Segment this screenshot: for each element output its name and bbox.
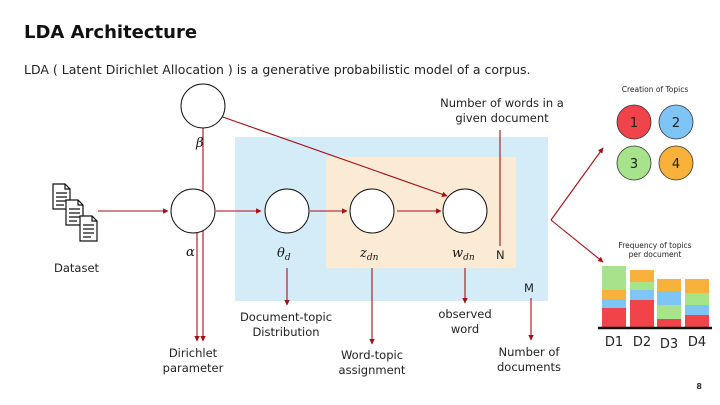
topic-2: 2 — [658, 104, 694, 140]
num-words-label-line1: Number of words in a — [440, 96, 564, 110]
plate-m-label: M — [524, 281, 534, 295]
frequency-title-line1: Frequency of topics — [618, 241, 691, 250]
word-topic-label-line1: Word-topic — [341, 348, 403, 362]
page-number: 8 — [696, 382, 702, 391]
slide-subtitle: LDA ( Latent Dirichlet Allocation ) is a… — [24, 62, 531, 77]
topic-4-label: 4 — [672, 157, 680, 172]
topic-3-label: 3 — [630, 157, 638, 172]
alpha-node — [170, 188, 216, 234]
doc-bar-d1 — [602, 266, 626, 327]
num-docs-label-line1: Number of — [499, 345, 561, 359]
z-node — [349, 188, 395, 234]
word-topic-label-line2: assignment — [339, 363, 406, 377]
theta-node — [264, 188, 310, 234]
doc-label-d1: D1 — [605, 335, 623, 350]
topic-4: 4 — [658, 145, 694, 181]
w-node — [442, 188, 488, 234]
beta-symbol: β — [195, 136, 204, 151]
doc-topic-label-line2: Distribution — [252, 325, 319, 339]
arrow-to-frequency — [550, 219, 604, 263]
doc-label-d2: D2 — [633, 335, 651, 350]
doc-bar-d4 — [685, 279, 709, 327]
arrow-to-topics — [550, 147, 604, 221]
topic-1: 1 — [616, 104, 652, 140]
doc-bar-d3 — [657, 279, 681, 327]
doc-label-d4: D4 — [688, 335, 706, 350]
dirichlet-label-line2: parameter — [163, 361, 224, 375]
num-docs-label-line2: documents — [497, 360, 561, 374]
frequency-title-line2: per document — [629, 250, 682, 259]
plate-n-label: N — [496, 248, 505, 262]
z-symbol: zdn — [359, 246, 379, 263]
observed-label-line2: word — [451, 322, 479, 336]
topic-3: 3 — [616, 145, 652, 181]
slide-title: LDA Architecture — [24, 22, 198, 43]
topic-2-label: 2 — [672, 116, 680, 131]
arrow-beta-w — [219, 115, 448, 197]
dataset-label: Dataset — [54, 261, 100, 275]
alpha-symbol: α — [186, 245, 195, 260]
doc-topic-label-line1: Document-topic — [240, 310, 332, 324]
w-symbol: wdn — [452, 246, 475, 263]
beta-node — [180, 83, 226, 129]
topics-title: Creation of Topics — [622, 85, 689, 94]
observed-label-line1: observed — [438, 307, 491, 321]
num-words-label-line2: given document — [455, 111, 549, 125]
topic-1-label: 1 — [630, 116, 638, 131]
theta-symbol: θd — [277, 246, 291, 263]
dirichlet-label-line1: Dirichlet — [169, 346, 218, 360]
doc-label-d3: D3 — [660, 337, 678, 352]
dataset-icon — [52, 183, 98, 242]
doc-bar-d2 — [630, 270, 654, 327]
